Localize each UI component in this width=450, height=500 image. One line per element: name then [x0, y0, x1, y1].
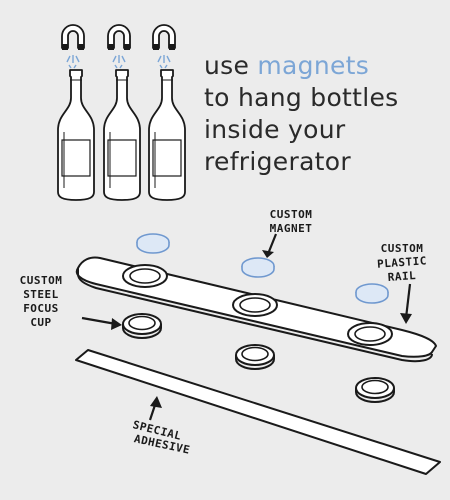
headline-accent-word: magnets — [257, 51, 370, 80]
adhesive-strip — [75, 349, 441, 475]
steel-cup — [355, 377, 395, 403]
label-line: CUSTOM — [19, 274, 63, 287]
magnet-disc — [241, 257, 275, 278]
headline-line-3: inside your — [204, 115, 346, 144]
spark-lines — [112, 54, 126, 69]
magnet-icon — [61, 24, 85, 51]
spark-lines — [66, 54, 80, 69]
bottle-icon — [148, 69, 186, 201]
headline-prefix: use — [204, 51, 258, 80]
label-custom-plastic-rail: CUSTOM PLASTIC RAIL — [362, 242, 442, 284]
headline-line-4: refrigerator — [204, 147, 351, 176]
arrow-rail — [400, 283, 412, 324]
arrow-magnet — [262, 233, 278, 258]
rail-ring — [347, 322, 393, 346]
headline-line-1: use magnets — [204, 50, 399, 82]
label-line: CUSTOM — [380, 242, 424, 255]
arrow-adhesive — [148, 396, 162, 421]
label-custom-magnet: CUSTOM MAGNET — [246, 208, 336, 236]
spark-lines — [157, 54, 171, 69]
label-special-adhesive: SPECIAL ADHESIVE — [92, 418, 222, 457]
rail-ring — [122, 264, 168, 288]
label-line: CUP — [30, 316, 52, 329]
magnet-disc — [136, 233, 170, 254]
label-line: CUSTOM — [269, 208, 313, 221]
arrow-cup — [81, 316, 122, 330]
steel-cup — [235, 344, 275, 370]
bottle-icon — [57, 69, 95, 201]
label-line: FOCUS — [23, 302, 59, 315]
headline: use magnets to hang bottles inside your … — [204, 50, 399, 178]
magnet-icon — [107, 24, 131, 51]
headline-line-2: to hang bottles — [204, 83, 399, 112]
magnet-disc — [355, 283, 389, 304]
steel-cup — [122, 313, 162, 339]
label-custom-steel-focus-cup: CUSTOM STEEL FOCUS CUP — [0, 274, 82, 330]
rail-ring — [232, 293, 278, 317]
label-line: MAGNET — [269, 222, 313, 235]
label-line: STEEL — [23, 288, 59, 301]
bottle-icon — [103, 69, 141, 201]
magnet-icon — [152, 24, 176, 51]
